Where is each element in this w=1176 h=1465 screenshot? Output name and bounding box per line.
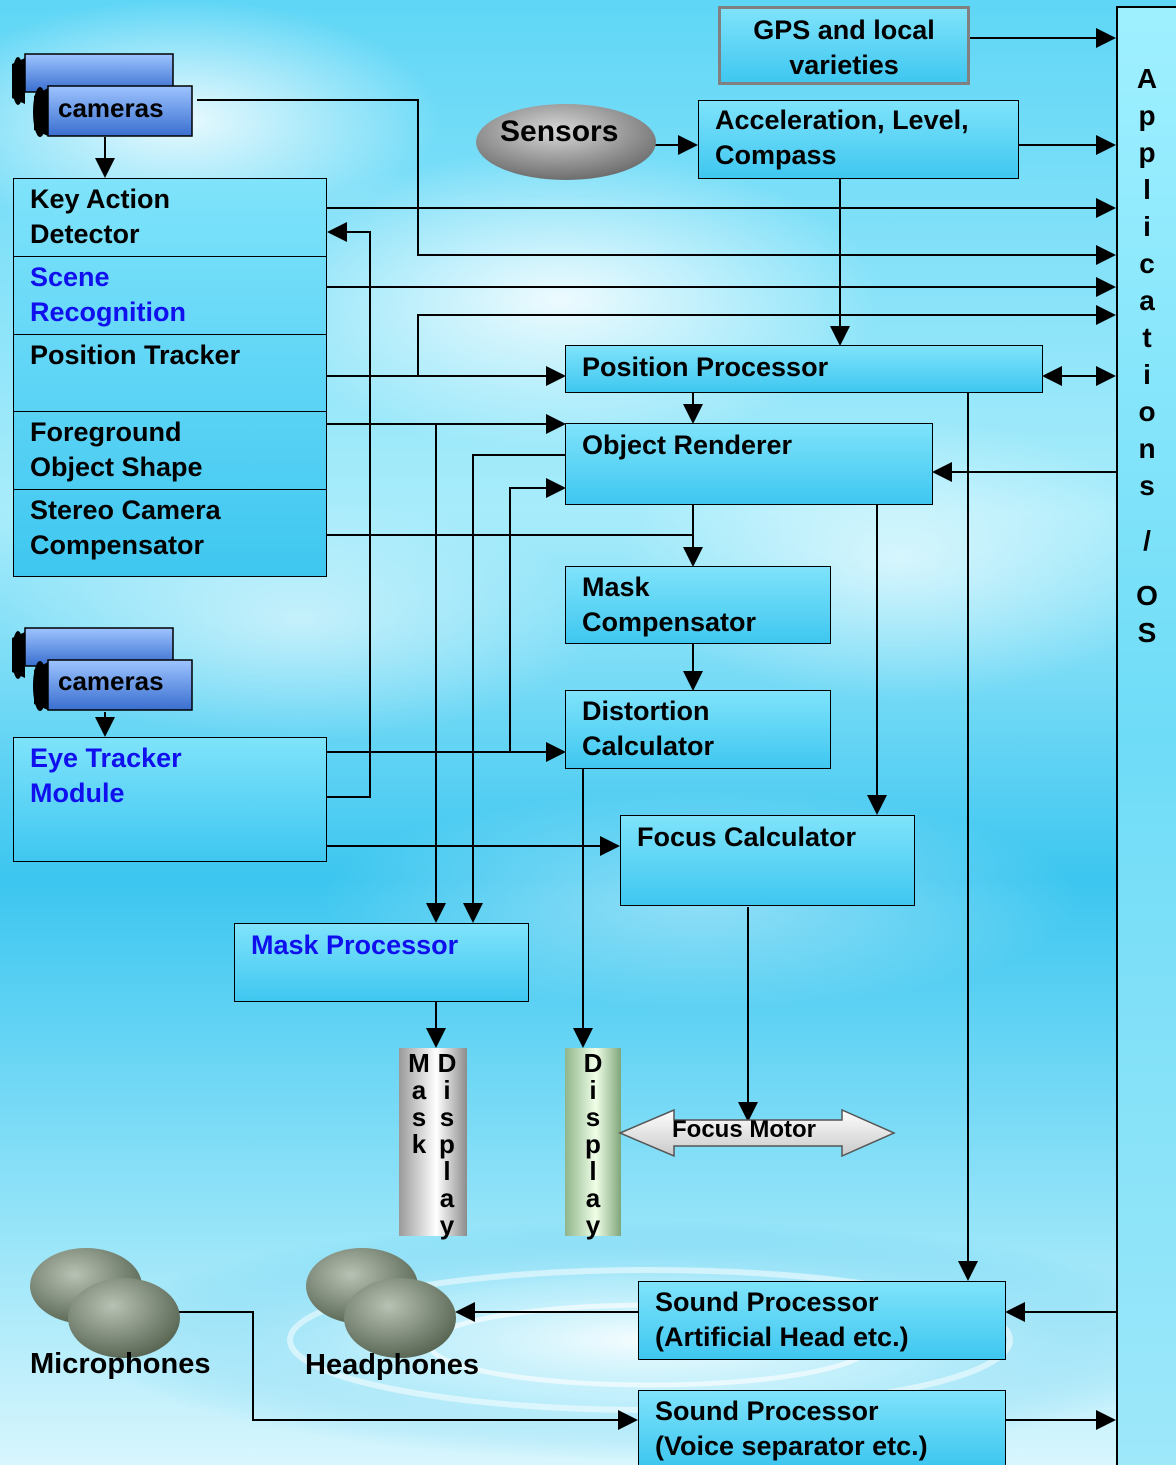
foreground-object-shape: Foreground Object Shape [14, 412, 326, 490]
microphones-label: Microphones [30, 1348, 210, 1381]
gps-label: GPS and local varieties [731, 13, 957, 83]
vertical-char: l [443, 1158, 450, 1185]
vertical-char: p [1138, 134, 1155, 171]
vertical-char: S [1138, 614, 1157, 651]
acceleration-box: Acceleration, Level, Compass [698, 100, 1019, 179]
vertical-char: s [1139, 467, 1155, 504]
scene-recognition: Scene Recognition [14, 257, 326, 335]
vertical-char: l [589, 1158, 596, 1185]
object-renderer-label: Object Renderer [582, 428, 916, 463]
focus-calculator-label: Focus Calculator [637, 820, 898, 855]
acceleration-label: Acceleration, Level, Compass [715, 103, 1002, 173]
headphones-label: Headphones [305, 1349, 479, 1382]
sound-processor-voice-separator: Sound Processor (Voice separator etc.) [638, 1390, 1006, 1465]
vertical-char: p [1138, 97, 1155, 134]
vertical-char: n [1138, 430, 1155, 467]
vertical-char: t [1142, 319, 1151, 356]
vertical-char: p [585, 1131, 601, 1158]
foreground-object-shape-label: Foreground Object Shape [30, 415, 310, 485]
vertical-char: s [440, 1104, 454, 1131]
vertical-char: i [1143, 356, 1151, 393]
eye-tracker-module: Eye Tracker Module [13, 737, 327, 862]
vertical-char: / [1143, 522, 1151, 559]
vertical-char: a [1139, 282, 1155, 319]
vertical-char: l [1143, 171, 1151, 208]
cameras-top-label: cameras [58, 93, 164, 124]
cameras-bottom-label: cameras [58, 666, 164, 697]
position-tracker: Position Tracker [14, 335, 326, 412]
microphones-icon [28, 1246, 184, 1362]
vertical-char: A [1137, 60, 1157, 97]
vertical-char: o [1138, 393, 1155, 430]
key-action-detector: Key Action Detector [14, 179, 326, 257]
vertical-char: s [586, 1104, 600, 1131]
vertical-char: a [412, 1077, 426, 1104]
position-tracker-label: Position Tracker [30, 338, 310, 373]
vertical-char: D [438, 1050, 457, 1077]
vertical-char: y [440, 1212, 454, 1239]
left-module-stack: Key Action Detector Scene Recognition Po… [13, 178, 327, 577]
vertical-char: i [443, 1077, 450, 1104]
key-action-detector-label: Key Action Detector [30, 182, 310, 252]
mask-compensator-label: Mask Compensator [582, 570, 814, 640]
vertical-char: a [440, 1185, 454, 1212]
headphones-icon [304, 1246, 460, 1362]
vertical-char: p [439, 1131, 455, 1158]
focus-motor-label: Focus Motor [672, 1116, 816, 1144]
sensors-label: Sensors [500, 115, 618, 149]
mask-processor: Mask Processor [234, 923, 529, 1002]
vertical-char: s [412, 1104, 426, 1131]
stereo-camera-compensator: Stereo Camera Compensator [14, 490, 326, 575]
mask-processor-label: Mask Processor [251, 928, 512, 963]
position-processor: Position Processor [565, 345, 1043, 393]
sound-processor-artificial-head: Sound Processor (Artificial Head etc.) [638, 1281, 1006, 1360]
vertical-char: k [412, 1131, 426, 1158]
sound-processor-1-label: Sound Processor (Artificial Head etc.) [655, 1285, 989, 1355]
vertical-char: c [1139, 245, 1155, 282]
position-processor-label: Position Processor [582, 350, 1026, 385]
distortion-calculator: Distortion Calculator [565, 690, 831, 769]
vertical-char: a [586, 1185, 600, 1212]
sound-processor-2-label: Sound Processor (Voice separator etc.) [655, 1394, 989, 1464]
scene-recognition-label: Scene Recognition [30, 260, 310, 330]
gps-box: GPS and local varieties [718, 6, 970, 85]
vertical-char: i [589, 1077, 596, 1104]
eye-tracker-label: Eye Tracker Module [30, 741, 310, 811]
distortion-calculator-label: Distortion Calculator [582, 694, 814, 764]
vertical-char: D [584, 1050, 603, 1077]
vertical-char: i [1143, 208, 1151, 245]
stereo-camera-compensator-label: Stereo Camera Compensator [30, 493, 310, 563]
object-renderer: Object Renderer [565, 423, 933, 505]
vertical-char: O [1136, 577, 1158, 614]
mask-compensator: Mask Compensator [565, 566, 831, 644]
vertical-char: M [408, 1050, 430, 1077]
vertical-char: y [586, 1212, 600, 1239]
focus-calculator: Focus Calculator [620, 815, 915, 906]
